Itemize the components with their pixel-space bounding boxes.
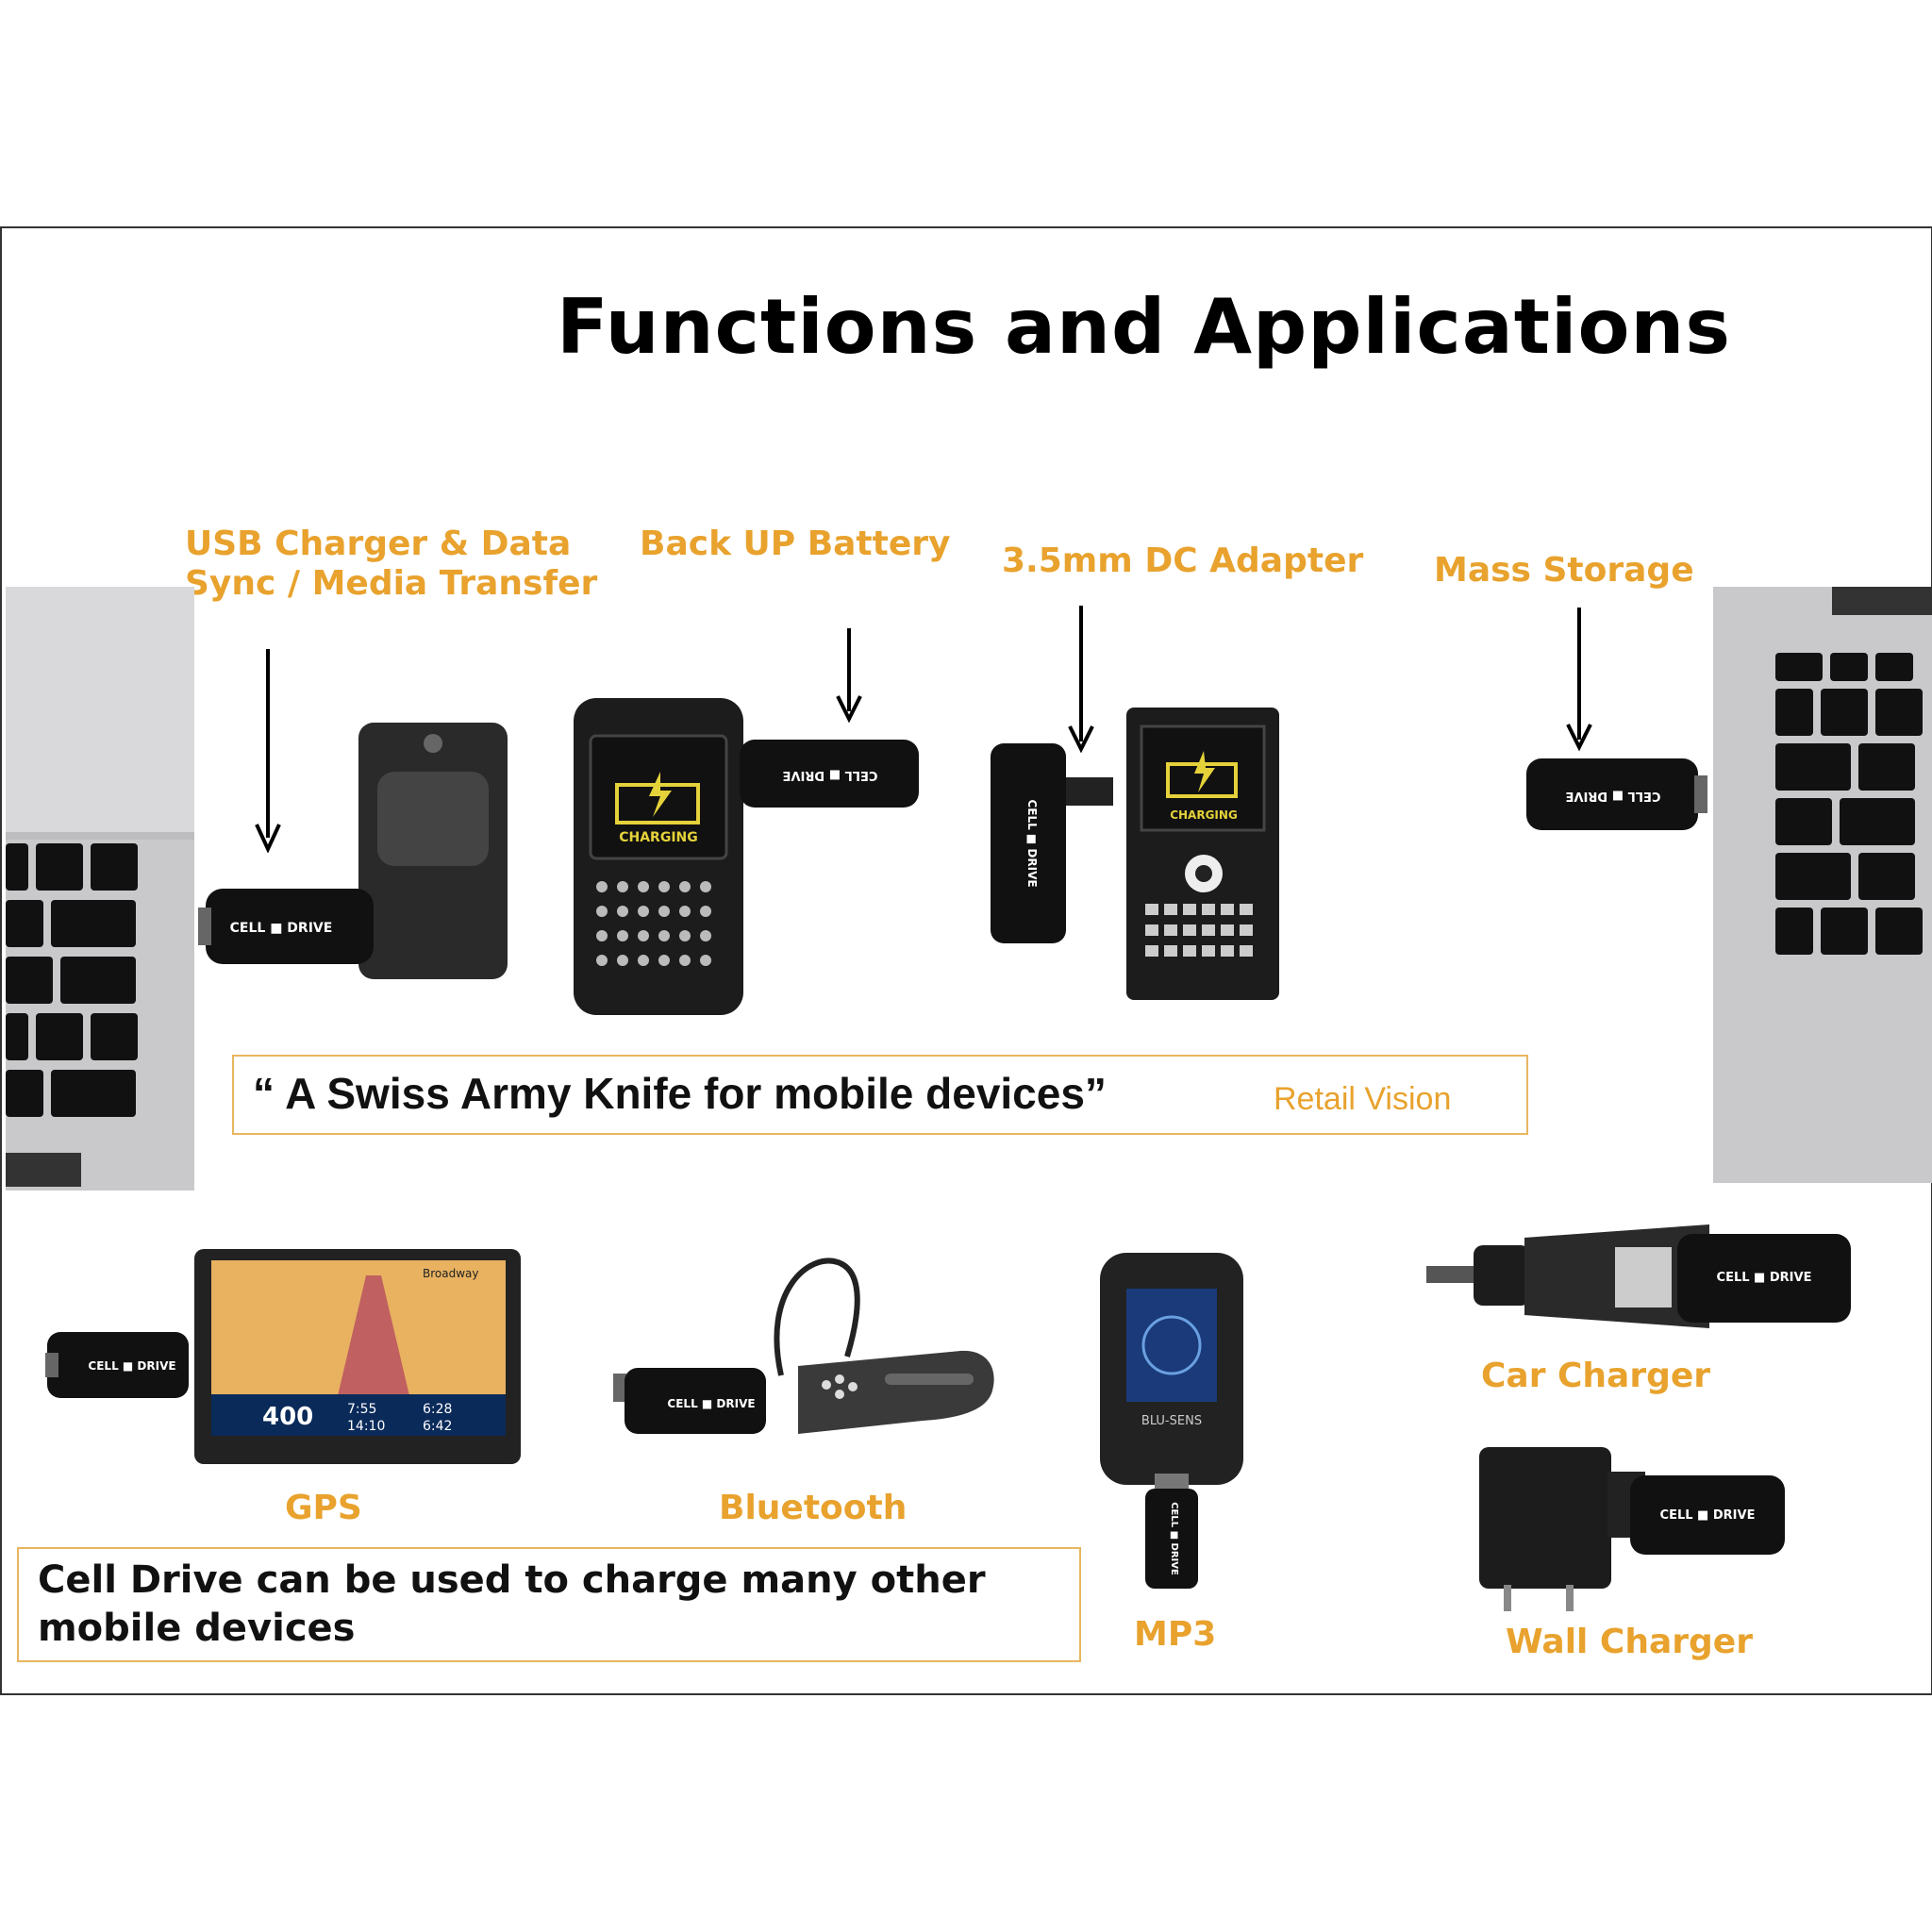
label-usb-charger-line1: USB Charger & Data: [185, 525, 572, 563]
info-text: Cell Drive can be used to charge many ot…: [38, 1557, 1075, 1653]
mp3-brand-text: BLU-SENS: [1141, 1414, 1202, 1428]
gps-time-text: 6:42: [423, 1419, 452, 1434]
cell-drive-brand-text: CELL ■ DRIVE: [1566, 789, 1661, 803]
arrow-down-icon: [1566, 608, 1592, 751]
label-wall-charger: Wall Charger: [1506, 1623, 1753, 1661]
mp3-player-image: BLU-SENS CELL ■ DRIVE: [1100, 1253, 1243, 1589]
info-line-1: Cell Drive can be used to charge many ot…: [38, 1558, 986, 1602]
laptop-left-image: [6, 587, 194, 1191]
gps-time-text: 6:28: [423, 1402, 452, 1417]
usb-charger-flip-phone-image: CELL ■ DRIVE: [198, 723, 508, 979]
arrow-down-icon: [255, 649, 281, 853]
cell-drive-brand-text: CELL ■ DRIVE: [667, 1397, 755, 1410]
charging-text: CHARGING: [1170, 808, 1238, 822]
gps-time-text: 7:55: [347, 1402, 376, 1417]
cell-drive-brand-text: CELL ■ DRIVE: [1025, 799, 1039, 887]
label-bluetooth: Bluetooth: [719, 1489, 908, 1527]
label-dc-adapter: 3.5mm DC Adapter: [1002, 541, 1364, 580]
arrow-down-icon: [836, 628, 862, 723]
cell-drive-brand-text: CELL ■ DRIVE: [88, 1359, 175, 1373]
wall-charger-image: CELL ■ DRIVE: [1479, 1447, 1785, 1611]
car-charger-image: CELL ■ DRIVE: [1426, 1224, 1851, 1328]
gps-device-image: CELL ■ DRIVE 400 7:55 6:28 14:10 6:42 Br…: [45, 1249, 521, 1464]
cell-drive-brand-text: CELL ■ DRIVE: [1169, 1502, 1179, 1575]
page-title: Functions and Applications: [557, 283, 1731, 371]
quote-text: “ A Swiss Army Knife for mobile devices”: [253, 1069, 1107, 1118]
quote-source: Retail Vision: [1274, 1081, 1452, 1117]
gps-time-text: 14:10: [347, 1419, 385, 1434]
charging-text: CHARGING: [619, 830, 698, 845]
mass-storage-usb-stick-image: CELL ■ DRIVE: [1526, 758, 1707, 830]
cell-drive-brand-text: CELL ■ DRIVE: [230, 921, 333, 936]
label-gps: GPS: [285, 1489, 362, 1527]
quote-box: [232, 1055, 1528, 1135]
cell-drive-brand-text: CELL ■ DRIVE: [1717, 1271, 1812, 1285]
gps-street-text: Broadway: [423, 1267, 478, 1280]
cell-drive-brand-text: CELL ■ DRIVE: [783, 768, 878, 782]
arrow-down-icon: [1068, 606, 1094, 753]
info-line-2: mobile devices: [38, 1607, 356, 1650]
backup-battery-smartphone-image: CHARGING CELL ■ DRIVE: [574, 698, 919, 1015]
laptop-right-image: [1713, 587, 1932, 1183]
label-mp3: MP3: [1134, 1615, 1217, 1654]
info-box: [17, 1547, 1081, 1662]
bluetooth-headset-image: CELL ■ DRIVE: [613, 1257, 994, 1434]
cell-drive-brand-text: CELL ■ DRIVE: [1660, 1508, 1756, 1523]
gps-distance-text: 400: [262, 1403, 313, 1431]
label-usb-charger-line2: Sync / Media Transfer: [185, 564, 598, 603]
label-mass-storage: Mass Storage: [1434, 551, 1694, 590]
label-car-charger: Car Charger: [1481, 1357, 1711, 1395]
dc-adapter-qwerty-phone-image: CELL ■ DRIVE CHARGING: [991, 708, 1279, 1000]
label-backup-battery: Back UP Battery: [640, 525, 951, 563]
